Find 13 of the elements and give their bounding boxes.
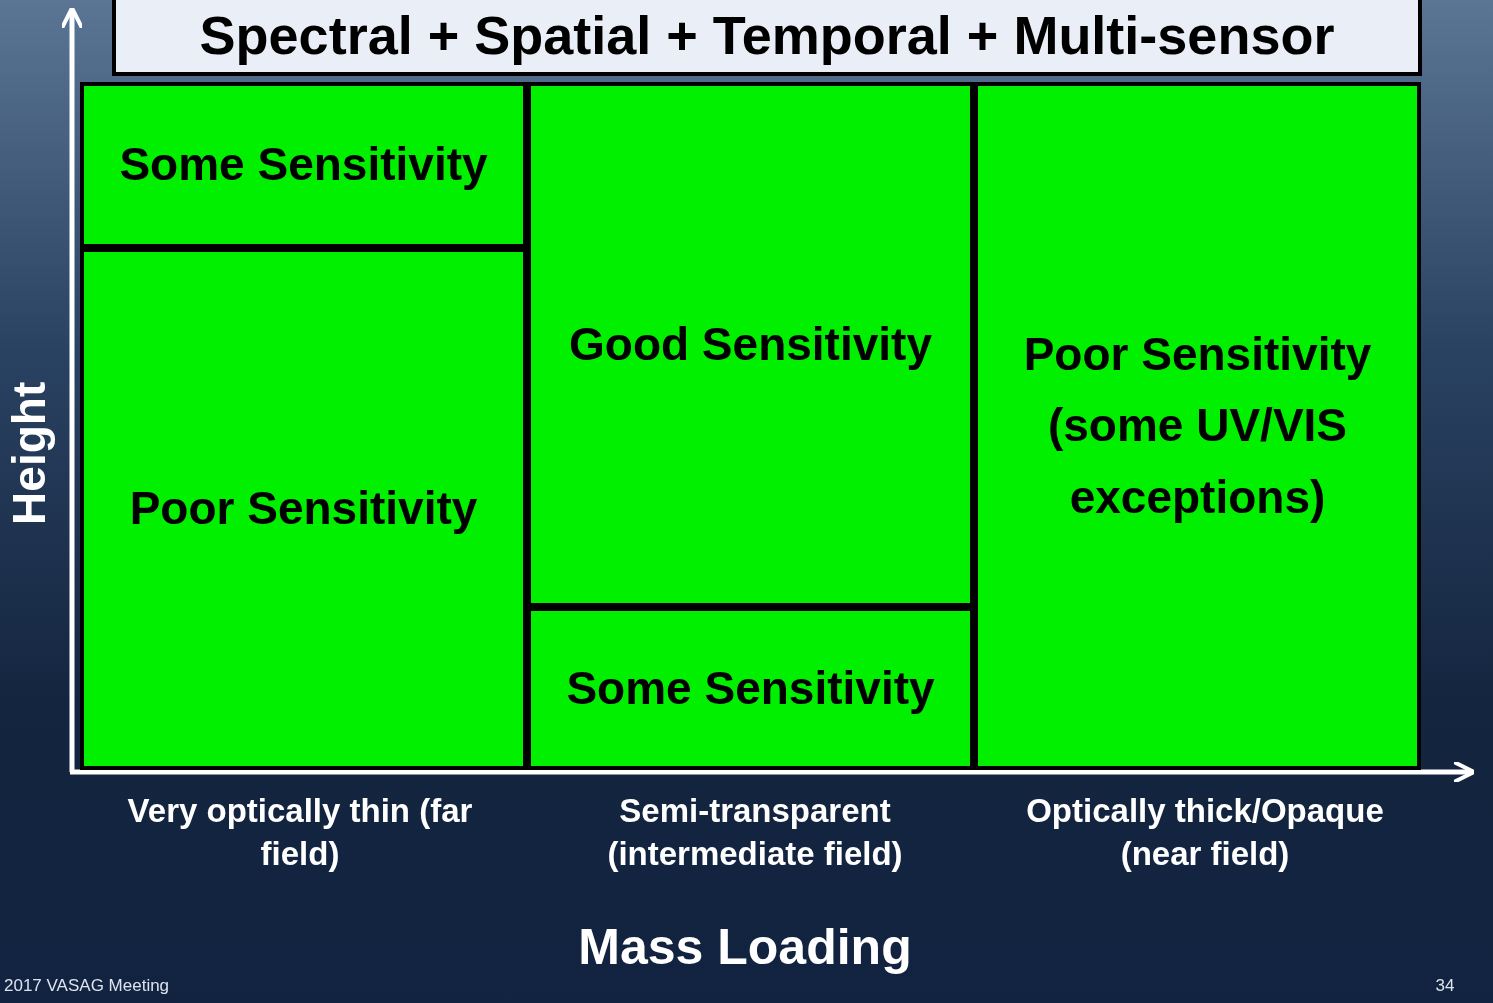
axis-title: Mass Loading	[577, 918, 913, 977]
category-label: Semi-transparent (intermediate field)	[606, 791, 904, 874]
page-number: 34	[1434, 975, 1456, 997]
category-label: Optically thick/Opaque (near field)	[1025, 791, 1385, 874]
region-box: Poor Sensitivity	[80, 248, 527, 770]
category-label: Very optically thin (far field)	[126, 791, 474, 874]
region-box: Some Sensitivity	[80, 82, 527, 248]
axis-title: Height	[2, 384, 57, 525]
region-box: Good Sensitivity	[527, 82, 974, 607]
region-box: Poor Sensitivity (some UV/VIS exceptions)	[974, 82, 1421, 770]
footer-text: 2017 VASAG Meeting	[4, 975, 171, 997]
region-box: Some Sensitivity	[527, 607, 974, 770]
title-banner: Spectral + Spatial + Temporal + Multi-sensor	[112, 0, 1422, 76]
